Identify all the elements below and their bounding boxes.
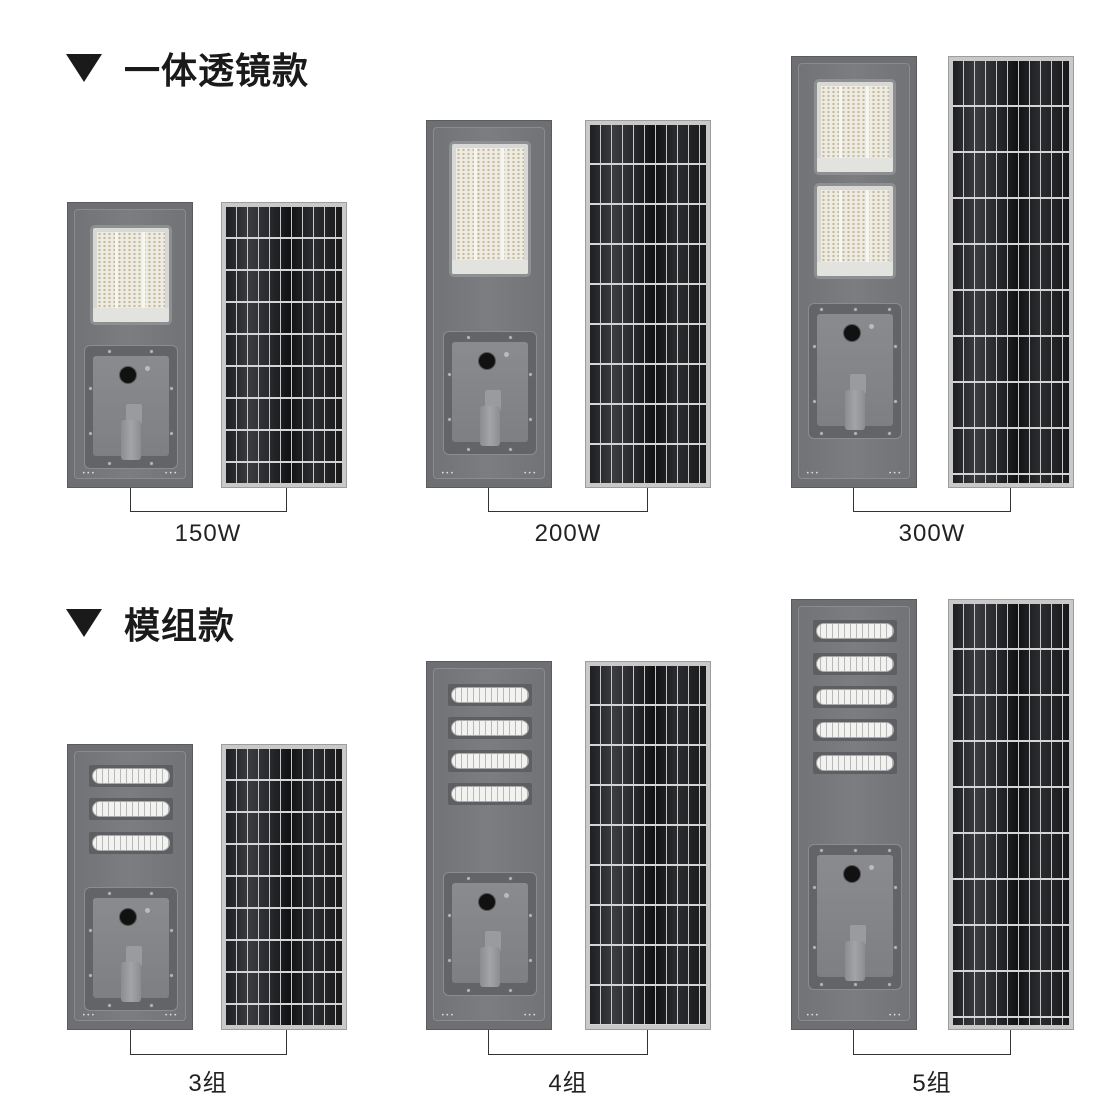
led-module — [813, 719, 897, 741]
section-heading-module: 模组款 — [66, 597, 235, 649]
led-module — [448, 783, 532, 805]
product-label: 4组 — [548, 1070, 588, 1097]
battery-box — [808, 844, 902, 990]
product-label: 300W — [898, 520, 966, 547]
led-module — [813, 653, 897, 675]
section-title: 模组款 — [124, 606, 236, 647]
connector-line — [130, 1030, 287, 1055]
led-module — [813, 620, 897, 642]
light-sensor-icon — [478, 893, 496, 911]
solar-panel — [585, 120, 711, 488]
product-label: 150W — [174, 520, 242, 547]
connector-line — [853, 1030, 1011, 1055]
led-lens-panel — [90, 225, 172, 325]
solar-panel — [585, 661, 711, 1030]
lamp-body: •••••• — [791, 56, 917, 488]
connector-line — [130, 488, 287, 512]
mounting-bracket — [480, 947, 500, 987]
product-label: 200W — [534, 520, 602, 547]
lamp-body: •••••• — [426, 661, 552, 1030]
led-lens-panel — [449, 141, 531, 277]
led-lens-panel — [814, 79, 896, 175]
product-label: 5组 — [912, 1070, 952, 1097]
battery-box — [443, 331, 537, 455]
section-heading-lens: 一体透镜款 — [66, 42, 309, 94]
connector-line — [488, 488, 648, 512]
led-module — [89, 765, 173, 787]
led-module — [813, 686, 897, 708]
mounting-bracket — [121, 420, 141, 460]
triangle-down-icon — [66, 609, 102, 637]
led-lens-panel — [814, 183, 896, 279]
mounting-bracket — [845, 941, 865, 981]
led-module — [813, 752, 897, 774]
led-module — [89, 832, 173, 854]
lamp-body: •••••• — [67, 202, 193, 488]
solar-panel — [948, 56, 1074, 488]
battery-box — [84, 345, 178, 469]
solar-panel — [221, 202, 347, 488]
led-module — [89, 798, 173, 820]
mounting-bracket — [845, 390, 865, 430]
light-sensor-icon — [119, 908, 137, 926]
connector-line — [853, 488, 1011, 512]
product-label: 3组 — [188, 1070, 228, 1097]
battery-box — [84, 887, 178, 1011]
solar-panel — [221, 744, 347, 1030]
led-module — [448, 684, 532, 706]
light-sensor-icon — [843, 324, 861, 342]
light-sensor-icon — [843, 865, 861, 883]
light-sensor-icon — [119, 366, 137, 384]
section-title: 一体透镜款 — [124, 51, 310, 92]
connector-line — [488, 1030, 648, 1055]
lamp-body: •••••• — [791, 599, 917, 1030]
led-module — [448, 717, 532, 739]
mounting-bracket — [480, 406, 500, 446]
lamp-body: •••••• — [67, 744, 193, 1030]
solar-panel — [948, 599, 1074, 1030]
triangle-down-icon — [66, 54, 102, 82]
mounting-bracket — [121, 962, 141, 1002]
battery-box — [808, 303, 902, 439]
led-module — [448, 750, 532, 772]
battery-box — [443, 872, 537, 996]
light-sensor-icon — [478, 352, 496, 370]
lamp-body: •••••• — [426, 120, 552, 488]
